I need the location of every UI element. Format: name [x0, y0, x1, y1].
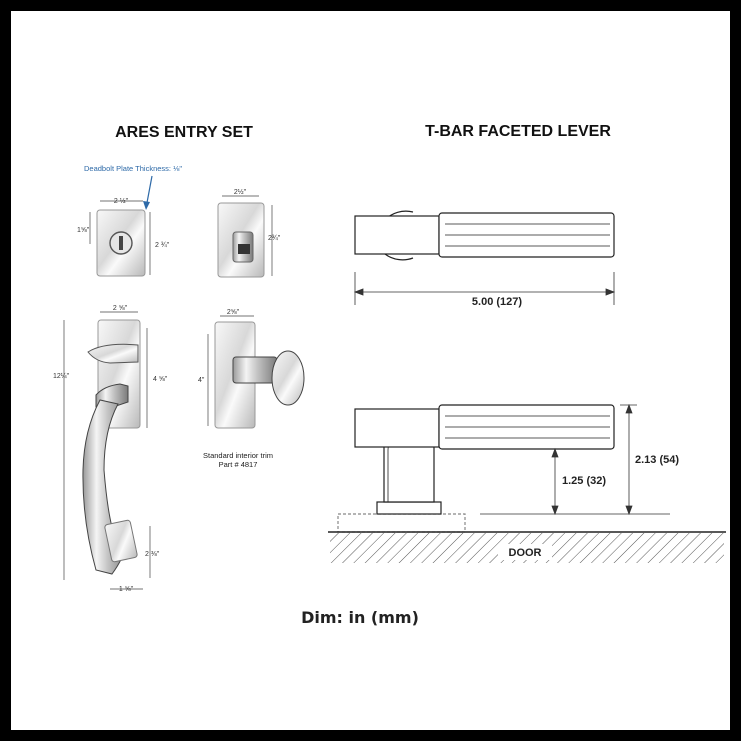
interior-knob-face [271, 350, 305, 406]
lever-projection-label: 1.25 (32) [562, 475, 606, 487]
deadbolt-width-label: 2 ½" [114, 197, 129, 205]
units-note: Dim: in (mm) [301, 608, 419, 627]
thumbturn-width-label: 2½" [234, 188, 247, 196]
bottom-height-label: 2 ⅜" [145, 551, 160, 558]
length-arrow-right [605, 288, 616, 296]
interior-trim-note: Standard interior trim [203, 451, 273, 460]
door-label: DOOR [509, 547, 542, 559]
deadbolt-height-label: 2 ¾" [155, 242, 170, 249]
interior-width-label: 2⅝" [227, 309, 240, 316]
lever-length-dimension [353, 272, 616, 305]
keyway [119, 236, 123, 250]
plate-height-label: 4 ⅝" [153, 376, 168, 383]
thumb-piece [87, 343, 139, 364]
lever-height-label: 2.13 (54) [635, 454, 679, 466]
deadbolt-assembly: Deadbolt Plate Thickness: ⅛" 2 ½" 2 ¾" 1… [77, 164, 182, 277]
handleset-bottom-plate [104, 519, 138, 563]
plate-width-label: 2 ⅝" [113, 305, 128, 312]
handleset-assembly: 12¼" 2 ⅝" 4 ⅝" 2 ⅜" 1 ⅝" [53, 305, 168, 593]
lever-hub-side [354, 408, 440, 448]
lever-length-label: 5.00 (127) [472, 296, 522, 308]
height-arrow-top [625, 403, 633, 414]
door-reference-box [337, 513, 466, 533]
interior-height-label: 4" [198, 377, 205, 384]
deadbolt-thickness-note: Deadbolt Plate Thickness: ⅛" [84, 164, 182, 173]
door-label-bg [498, 544, 552, 560]
lever-side-view [337, 404, 615, 533]
height-arrow-bottom [625, 505, 633, 516]
interior-trim-assembly: 2⅝" 4" Standard interior trim Part # 481… [198, 309, 305, 469]
lever-rose-base [376, 501, 442, 515]
projection-arrow-top [551, 447, 559, 458]
interior-knob-neck [232, 356, 278, 384]
interior-part-number: Part # 4817 [219, 460, 258, 469]
projection-arrow-bottom [551, 505, 559, 516]
handleset-total-label: 12¼" [53, 373, 70, 380]
thumbturn-assembly: 2½" 2¾" [217, 188, 281, 278]
thumbturn-shadow [238, 244, 250, 254]
right-title: T-BAR FACETED LEVER [425, 123, 611, 140]
length-arrow-left [353, 288, 364, 296]
thumbturn-height-label: 2¾" [268, 235, 281, 242]
rose-bottom-arc [384, 253, 414, 261]
left-title: ARES ENTRY SET [115, 124, 253, 141]
deadbolt-note-arrow [143, 201, 150, 210]
lever-hub-top [354, 215, 440, 255]
lever-top-view [354, 210, 615, 261]
deadbolt-bore-label: 1⅝" [77, 227, 90, 234]
lever-height-dimensions [480, 403, 670, 516]
bottom-width-label: 1 ⅝" [119, 586, 134, 593]
